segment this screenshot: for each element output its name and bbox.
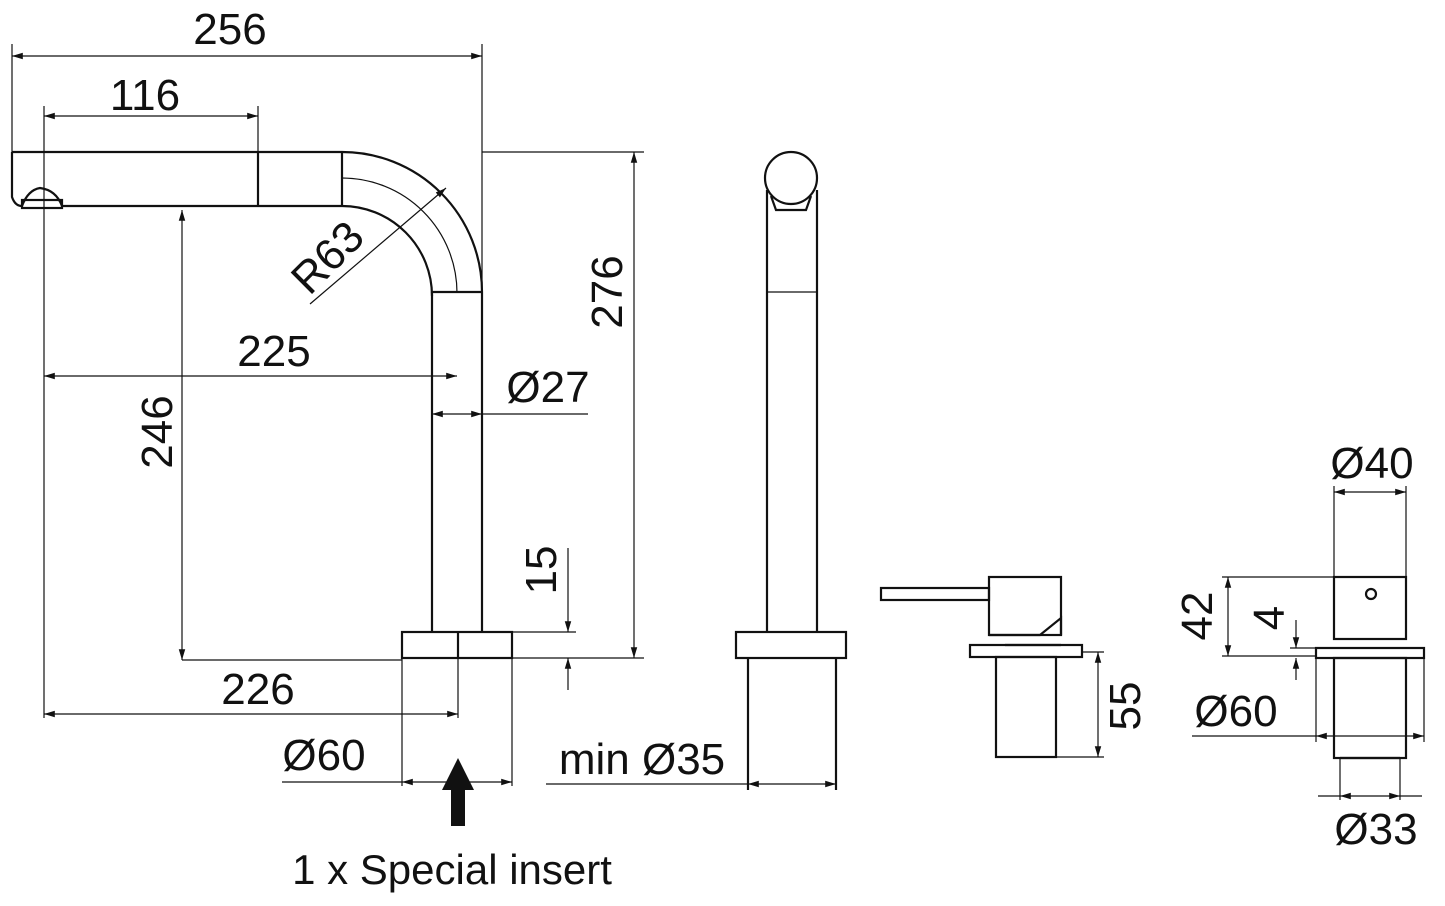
dim-276: 276: [583, 255, 632, 328]
handle-side-view: [879, 575, 1104, 759]
front-view: [546, 150, 848, 790]
dim-diameter-27: Ø27: [506, 363, 589, 412]
dim-226: 226: [221, 665, 294, 714]
dim-42: 42: [1173, 592, 1222, 641]
dim-r63: R63: [282, 212, 374, 304]
insert-arrow-icon: [442, 758, 474, 826]
dim-116: 116: [110, 71, 180, 120]
dim-225: 225: [237, 327, 310, 376]
dim-15: 15: [517, 546, 566, 595]
dim-4: 4: [1245, 606, 1294, 630]
dim-246: 246: [133, 395, 182, 468]
dim-diameter-60-handle: Ø60: [1194, 687, 1277, 736]
dim-diameter-60-base: Ø60: [282, 731, 365, 780]
side-view: [10, 150, 514, 660]
dim-diameter-40: Ø40: [1330, 439, 1413, 488]
dim-min-diameter-35: min Ø35: [559, 735, 725, 784]
dimension-lines-side: [11, 44, 644, 786]
dim-256: 256: [193, 5, 266, 54]
handle-front-view: [1192, 486, 1426, 800]
dim-55: 55: [1101, 682, 1150, 731]
dim-diameter-33: Ø33: [1334, 805, 1417, 854]
caption-special-insert: 1 x Special insert: [292, 846, 612, 893]
